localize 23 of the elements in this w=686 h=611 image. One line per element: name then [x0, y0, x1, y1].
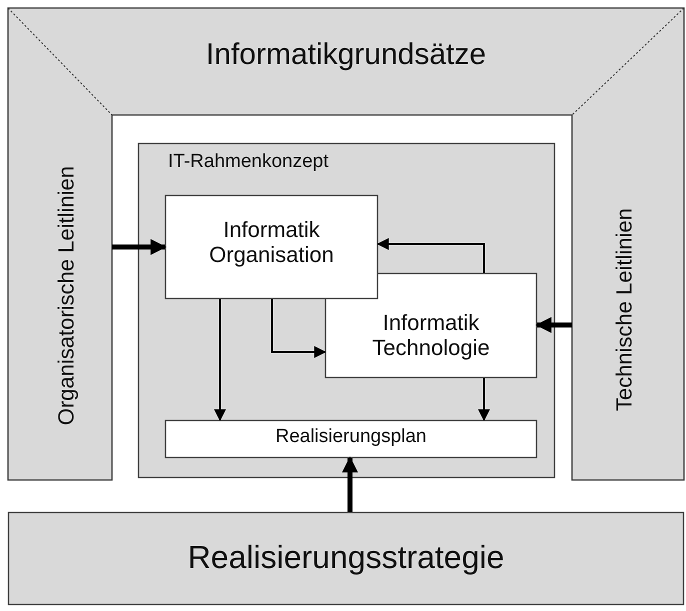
- node-label: Informatik Technologie: [371, 310, 491, 361]
- process-box: [325, 273, 537, 378]
- arrow: [376, 238, 485, 273]
- node-label: Informatikgrundsätze: [204, 38, 488, 72]
- node-label: Realisierungsstrategie: [186, 539, 506, 576]
- node-label: Organisatorische Leitlinien: [53, 164, 79, 428]
- side-band: [572, 8, 684, 480]
- framework-panel: [138, 143, 555, 478]
- header-band: [8, 8, 684, 115]
- arrow: [271, 299, 326, 358]
- arrow: [478, 378, 490, 422]
- process-box: [165, 195, 378, 299]
- arrow: [112, 239, 167, 255]
- strategy-band: [8, 512, 684, 605]
- node-label: Realisierungsplan: [274, 426, 428, 448]
- side-band: [8, 8, 112, 480]
- process-box: [165, 420, 537, 458]
- arrow: [342, 456, 358, 512]
- arrow: [535, 317, 572, 333]
- node-label: Informatik Organisation: [208, 217, 335, 268]
- node-label: Technische Leitlinien: [611, 206, 637, 413]
- panel-title: IT-Rahmenkonzept: [168, 151, 329, 173]
- arrow: [214, 299, 226, 422]
